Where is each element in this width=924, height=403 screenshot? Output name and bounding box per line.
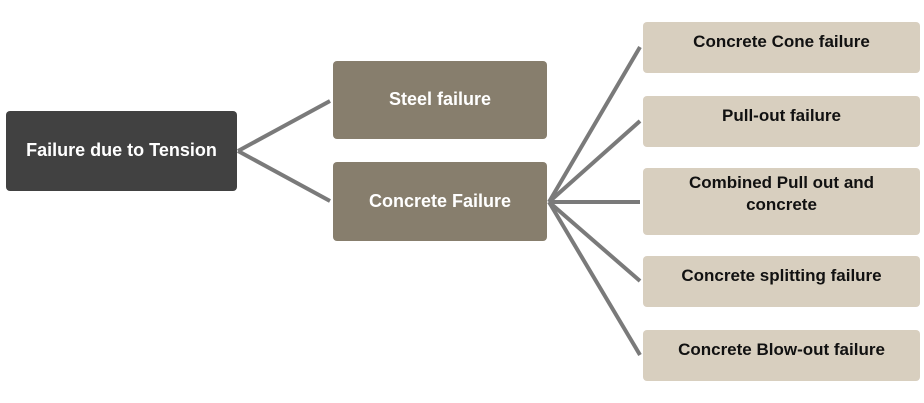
connector-root-to-concrete xyxy=(237,149,331,203)
leaf-node-label: Concrete Cone failure xyxy=(693,32,870,51)
connector-root-to-steel xyxy=(237,99,331,153)
connector-concrete-to-blowout xyxy=(547,200,642,357)
leaf-node-label: Pull-out failure xyxy=(722,106,841,125)
root-node-label: Failure due to Tension xyxy=(26,140,217,161)
branch-node-concrete-failure: Concrete Failure xyxy=(333,162,547,241)
root-node-failure-due-to-tension: Failure due to Tension xyxy=(6,111,237,191)
connector-concrete-to-pullout xyxy=(547,119,642,204)
leaf-node-label: Combined Pull out and concrete xyxy=(688,173,875,215)
leaf-node-combined-pull-out-and-concrete: Combined Pull out and concrete xyxy=(643,168,920,235)
branch-node-steel-failure: Steel failure xyxy=(333,61,547,139)
leaf-node-pull-out-failure: Pull-out failure xyxy=(643,96,920,147)
leaf-node-concrete-splitting-failure: Concrete splitting failure xyxy=(643,256,920,307)
branch-node-label: Concrete Failure xyxy=(368,190,512,211)
leaf-node-concrete-cone-failure: Concrete Cone failure xyxy=(643,22,920,73)
leaf-node-label: Concrete splitting failure xyxy=(681,266,882,285)
branch-node-label: Steel failure xyxy=(388,89,492,110)
connector-concrete-to-cone xyxy=(547,45,642,204)
connector-concrete-to-splitting xyxy=(547,200,642,283)
leaf-node-label: Concrete Blow-out failure xyxy=(678,340,885,359)
leaf-node-concrete-blow-out-failure: Concrete Blow-out failure xyxy=(643,330,920,381)
